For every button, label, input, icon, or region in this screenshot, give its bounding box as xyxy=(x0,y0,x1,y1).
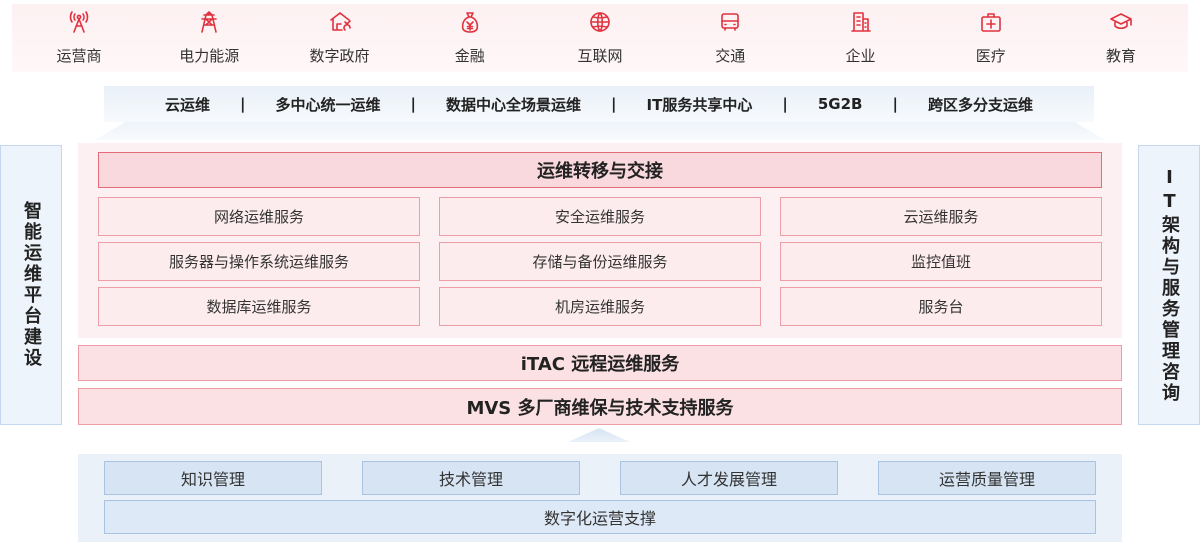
services-grid: 网络运维服务 安全运维服务 云运维服务 服务器与操作系统运维服务 存储与备份运维… xyxy=(98,197,1103,326)
service-box: 服务台 xyxy=(780,287,1102,326)
building-icon xyxy=(849,10,873,38)
management-box: 知识管理 xyxy=(104,461,322,495)
industry-label: 金融 xyxy=(454,47,485,65)
scenario-label: IT服务共享中心 xyxy=(646,95,753,114)
scenario-separator: | xyxy=(892,95,898,113)
medical-kit-icon xyxy=(979,10,1003,38)
scenario-label: 数据中心全场景运维 xyxy=(446,95,582,114)
industry-label: 运营商 xyxy=(56,47,102,65)
scenario-separator: | xyxy=(611,95,617,113)
industry-label: 互联网 xyxy=(577,47,623,65)
industry-item-enterprise: 企业 xyxy=(806,10,916,66)
industry-label: 医疗 xyxy=(975,47,1006,65)
scenario-label: 跨区多分支运维 xyxy=(927,95,1033,114)
globe-icon xyxy=(588,10,612,38)
bus-icon xyxy=(718,10,742,38)
industry-item-internet: 互联网 xyxy=(545,10,655,66)
management-box: 运营质量管理 xyxy=(878,461,1096,495)
industry-label: 教育 xyxy=(1105,47,1136,65)
industry-item-finance: 金融 xyxy=(415,10,525,66)
management-box: 人才发展管理 xyxy=(620,461,838,495)
service-box: 监控值班 xyxy=(780,242,1102,281)
scenario-separator: | xyxy=(782,95,788,113)
industry-label: 电力能源 xyxy=(179,47,240,65)
graduation-cap-icon xyxy=(1109,10,1133,38)
up-arrow-shape xyxy=(568,428,630,442)
service-box: 安全运维服务 xyxy=(439,197,761,236)
service-box: 云运维服务 xyxy=(780,197,1102,236)
scenario-label: 多中心统一运维 xyxy=(275,95,381,114)
service-box: 机房运维服务 xyxy=(439,287,761,326)
right-side-panel: IT架构与服务管理咨询 xyxy=(1138,145,1200,425)
service-box: 网络运维服务 xyxy=(98,197,420,236)
management-box: 技术管理 xyxy=(362,461,580,495)
digital-support-bar: 数字化运营支撑 xyxy=(104,500,1096,534)
right-side-label: IT架构与服务管理咨询 xyxy=(1159,166,1180,404)
industry-bar: 运营商 电力能源 数字政府 金融 互联网 交通 企业 xyxy=(12,4,1188,72)
government-icon xyxy=(328,10,352,38)
scenario-label: 云运维 xyxy=(165,95,211,114)
left-side-label: 智能运维平台建设 xyxy=(21,201,42,369)
industry-label: 企业 xyxy=(845,47,876,65)
industry-item-power: 电力能源 xyxy=(154,10,264,66)
left-side-panel: 智能运维平台建设 xyxy=(0,145,62,425)
scenario-separator: | xyxy=(410,95,417,113)
service-box: 服务器与操作系统运维服务 xyxy=(98,242,420,281)
power-tower-icon xyxy=(197,10,221,38)
service-box: 数据库运维服务 xyxy=(98,287,420,326)
industry-label: 交通 xyxy=(715,47,746,65)
transfer-header: 运维转移与交接 xyxy=(98,152,1102,188)
industry-item-medical: 医疗 xyxy=(936,10,1046,66)
industry-item-transport: 交通 xyxy=(675,10,785,66)
itac-bar: iTAC 远程运维服务 xyxy=(78,345,1122,381)
industry-item-government: 数字政府 xyxy=(285,10,395,66)
industry-item-carrier: 运营商 xyxy=(24,10,134,66)
money-bag-icon xyxy=(458,10,482,38)
scenario-bar: 云运维 | 多中心统一运维 | 数据中心全场景运维 | IT服务共享中心 | 5… xyxy=(104,86,1094,122)
mvs-bar: MVS 多厂商维保与技术支持服务 xyxy=(78,388,1122,425)
scenario-funnel-shape xyxy=(95,122,1105,140)
service-box: 存储与备份运维服务 xyxy=(439,242,761,281)
industry-label: 数字政府 xyxy=(309,47,370,65)
industry-item-education: 教育 xyxy=(1066,10,1176,66)
scenario-label: 5G2B xyxy=(817,95,863,113)
scenario-separator: | xyxy=(240,95,246,113)
antenna-icon xyxy=(67,10,91,38)
